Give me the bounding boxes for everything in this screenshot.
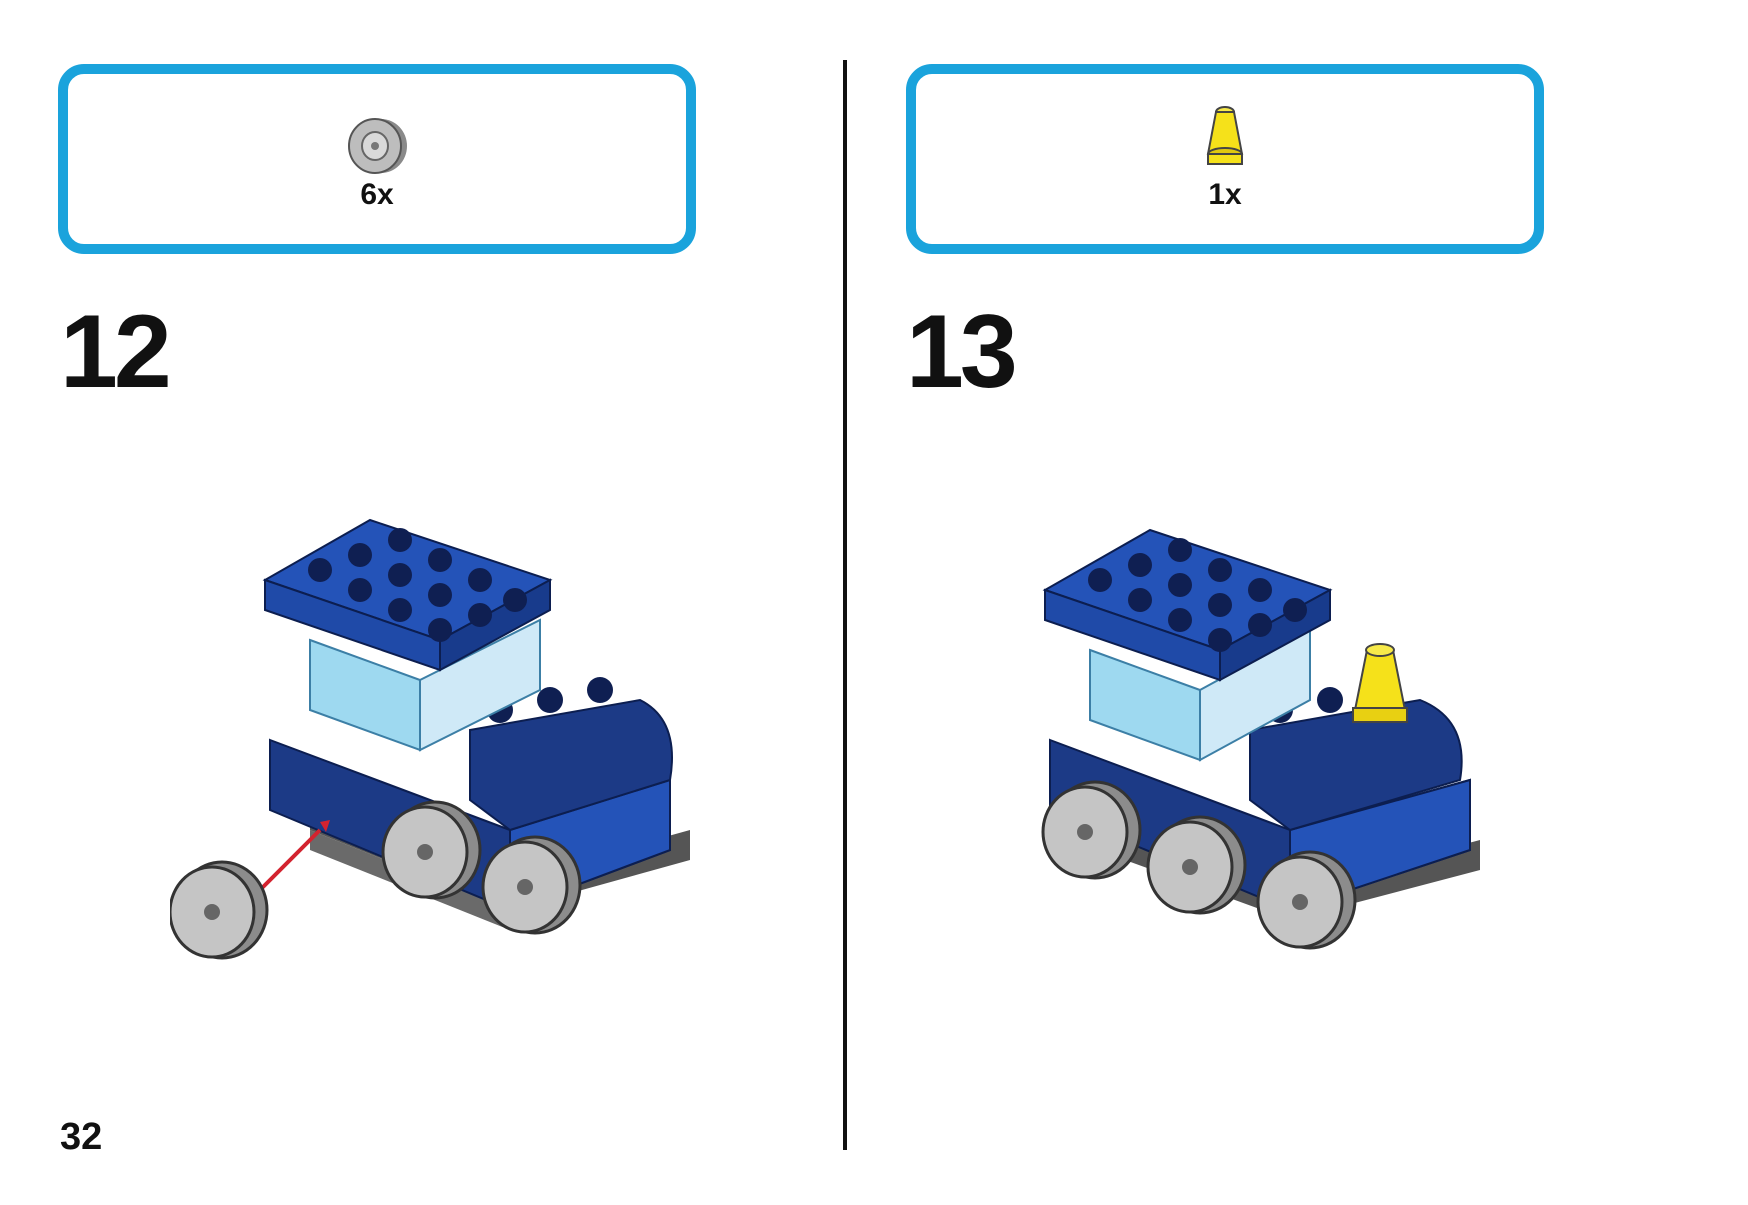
page-number: 32 <box>60 1116 103 1158</box>
parts-callout-step-13: 1x <box>906 64 1544 254</box>
yellow-cone-icon <box>1200 104 1250 179</box>
page-divider <box>843 60 847 1150</box>
step-number: 12 <box>60 294 172 410</box>
gray-wheel-icon <box>337 116 417 181</box>
assembly-arrow <box>258 820 330 892</box>
train-model-step-13 <box>1010 510 1570 1075</box>
step-number: 13 <box>906 294 1018 410</box>
part-quantity: 1x <box>1208 178 1242 211</box>
train-model-step-12 <box>168 500 770 1085</box>
part-quantity: 6x <box>360 178 394 211</box>
parts-callout-step-12: 6x <box>58 64 696 254</box>
